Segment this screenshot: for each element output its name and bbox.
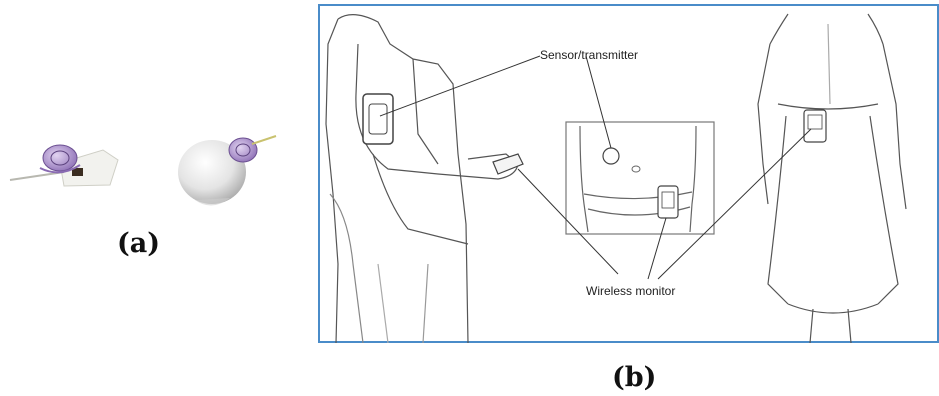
inset-torso [566,122,714,234]
panel-b-figure: Sensor/transmitter Wireless monitor [318,4,939,343]
wireless-monitor-label: Wireless monitor [586,284,675,298]
panel-b-caption: (b) [612,362,656,393]
sensor-device-small [10,145,118,186]
torso-sensor [603,148,619,164]
wearable-sensor-illustration: Sensor/transmitter Wireless monitor [318,4,939,343]
arm-sensor-patch [363,94,393,144]
sensor-device-knob [178,136,276,206]
panel-a-caption: (a) [117,228,160,259]
waist-monitor [804,110,826,142]
belt-monitor [658,186,678,218]
sensor-transmitter-label: Sensor/transmitter [540,48,638,62]
